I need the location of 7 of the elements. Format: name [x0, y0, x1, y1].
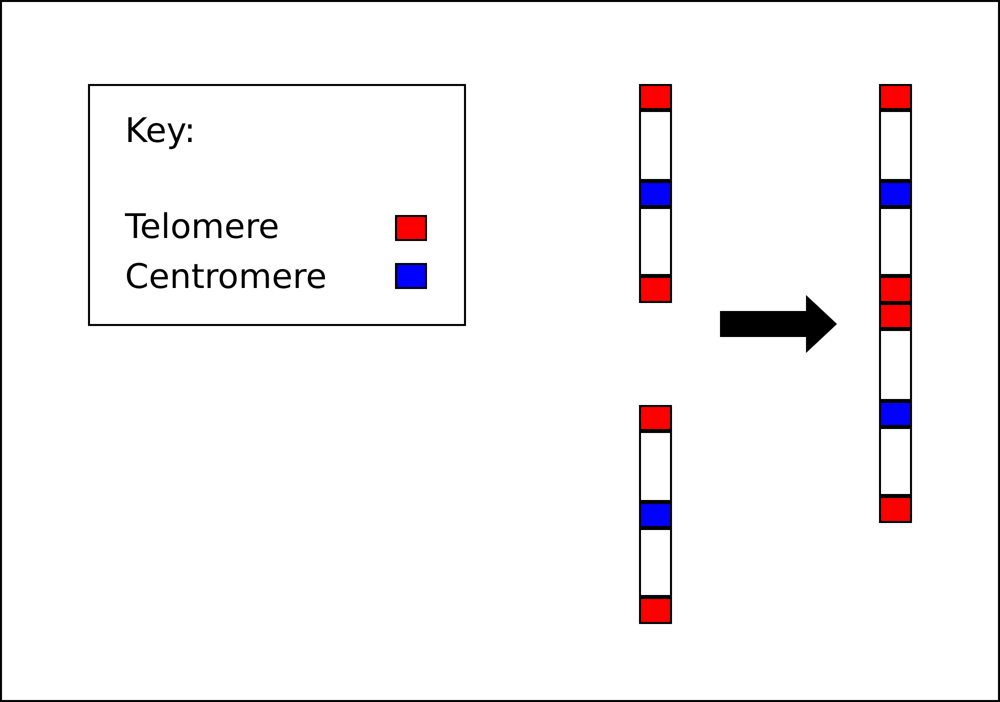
legend-label: Centromere: [125, 258, 327, 296]
chromosome: [879, 84, 912, 523]
chromosome: [639, 84, 672, 303]
legend-title: Key:: [125, 112, 196, 150]
arrow: [720, 295, 837, 353]
legend-label: Telomere: [125, 208, 280, 246]
chromosome: [639, 405, 672, 624]
